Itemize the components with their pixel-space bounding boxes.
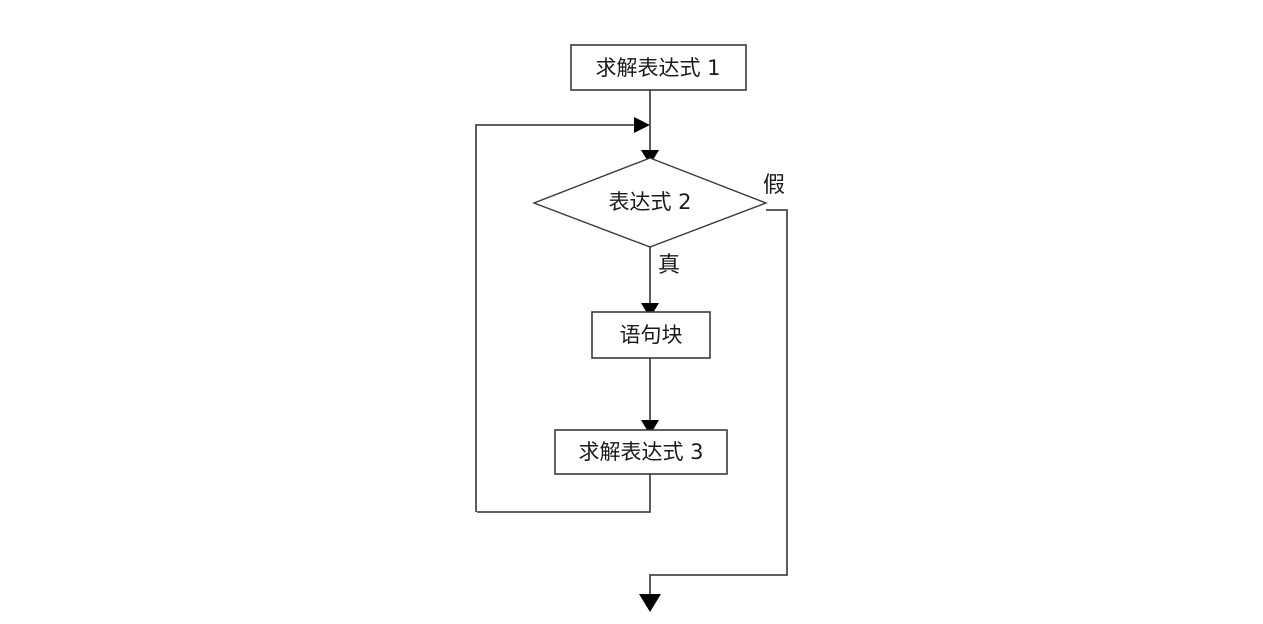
node-eval-expr-1-label: 求解表达式 1 <box>595 56 720 80</box>
node-eval-expr-3[interactable] <box>554 429 728 475</box>
arrowhead-true-branch <box>641 303 659 318</box>
node-eval-expr-1[interactable] <box>570 44 747 91</box>
arrowhead-to-expr3 <box>641 420 659 435</box>
node-statement-block[interactable] <box>591 311 711 359</box>
connector-loopback-left <box>475 124 637 512</box>
edge-label-false: 假 <box>763 173 785 198</box>
node-expr-2-condition[interactable] <box>532 157 768 248</box>
node-expr-2-condition-label: 表达式 2 <box>608 190 691 214</box>
connector-false-branch-exit <box>649 209 788 596</box>
edge-label-true: 真 <box>658 253 680 278</box>
arrowhead-loopback <box>634 117 650 133</box>
arrowhead-exit <box>639 594 661 612</box>
connector-expr3-to-loopback <box>477 473 651 513</box>
node-eval-expr-3-label: 求解表达式 3 <box>578 440 703 464</box>
node-statement-block-label: 语句块 <box>620 323 683 347</box>
